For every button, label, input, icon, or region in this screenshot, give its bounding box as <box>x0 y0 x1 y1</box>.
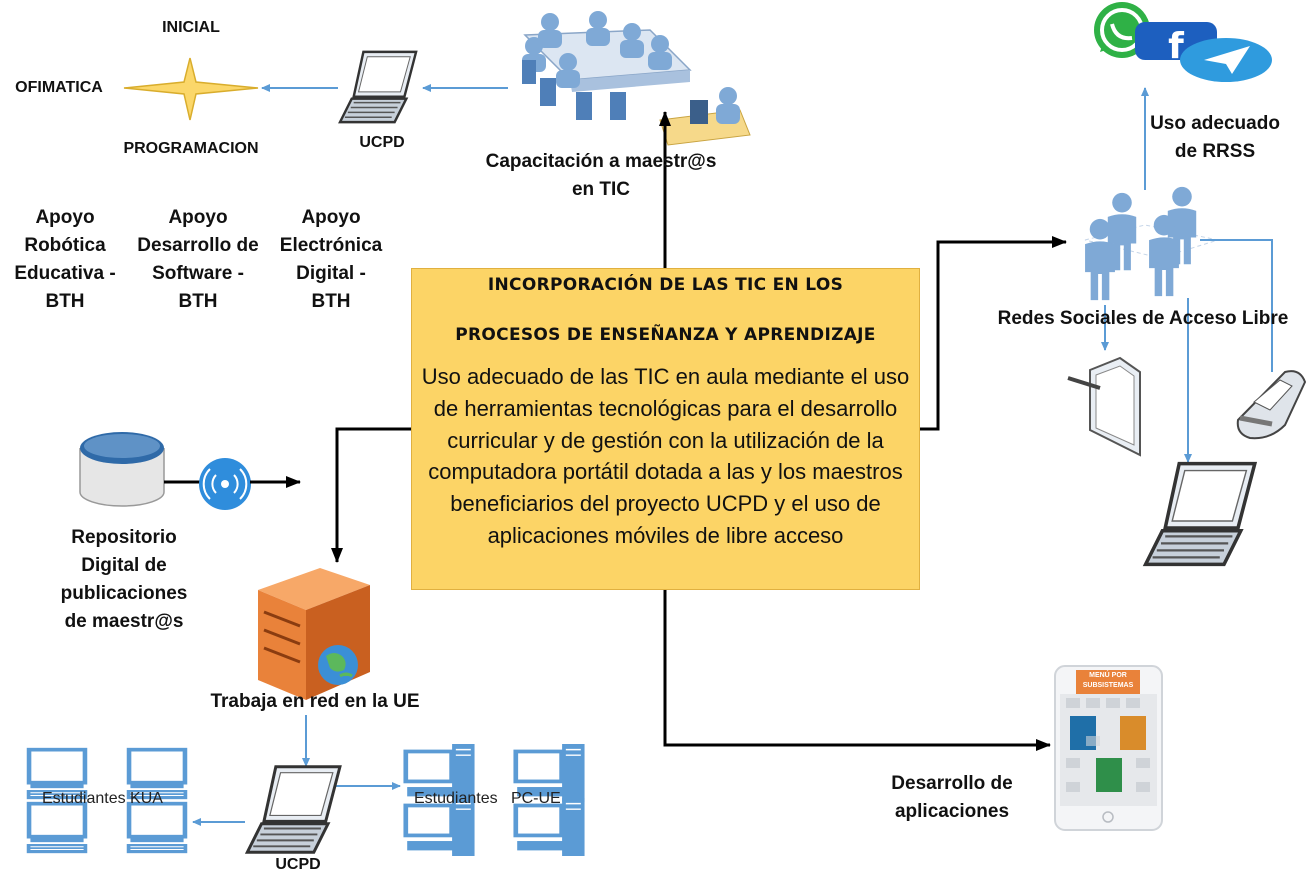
inicial-label: INICIAL <box>162 19 220 36</box>
capacitacion-label-line2: en TIC <box>571 179 631 200</box>
trabaja-en-red-label: Trabaja en red en la UE <box>210 691 420 712</box>
main-title-line2: PROCESOS DE ENSEÑANZA Y APRENDIZAJE <box>455 325 876 345</box>
desarrollo-apps-line1: Desarrollo de <box>891 773 1013 794</box>
redes-sociales-label: Redes Sociales de Acceso Libre <box>997 308 1289 329</box>
monitor-icon <box>26 801 88 854</box>
uso-rrss-line2: de RRSS <box>1174 141 1256 162</box>
main-concept-box: INCORPORACIÓN DE LAS TIC EN LOS PROCESOS… <box>411 268 920 590</box>
laptop-icon <box>1143 461 1257 567</box>
estudiantes-pc-label: Estudiantes PC-UE <box>414 790 561 807</box>
wireless-signal-icon <box>199 458 251 510</box>
main-title-line1: INCORPORACIÓN DE LAS TIC EN LOS <box>487 275 844 295</box>
apoyo-electronica: Apoyo Electrónica Digital - BTH <box>279 207 383 312</box>
main-body-text: Uso adecuado de las TIC en aula mediante… <box>421 364 910 548</box>
ucpd-bottom-label: UCPD <box>275 856 321 873</box>
star-shape <box>123 57 259 121</box>
laptop-icon <box>245 765 342 854</box>
svg-text:f: f <box>1168 26 1184 67</box>
mobile-phone-icon <box>1236 370 1307 440</box>
tablet-icon <box>1067 356 1141 457</box>
monitor-icon <box>126 801 188 854</box>
meeting-room-icon <box>522 11 751 146</box>
database-icon <box>79 432 165 507</box>
capacitacion-label-line1: Capacitación a maestr@s <box>485 151 717 172</box>
uso-rrss-line1: Uso adecuado <box>1150 113 1280 134</box>
ofimatica-label: OFIMATICA <box>15 79 103 96</box>
laptop-icon <box>338 50 418 124</box>
app-phone-icon <box>1054 665 1163 831</box>
people-group-icon <box>1084 186 1219 301</box>
app-menu-header: MENÚ POR SUBSISTEMAS <box>1082 672 1134 689</box>
ucpd-top-label: UCPD <box>359 134 405 151</box>
repositorio-label: Repositorio Digital de publicaciones de … <box>60 527 188 632</box>
server-icon <box>258 568 370 700</box>
estudiantes-kua-label: Estudiantes KUA <box>42 790 163 807</box>
apoyo-robotica: Apoyo Robótica Educativa - BTH <box>14 207 116 312</box>
programacion-label: PROGRAMACION <box>123 140 259 157</box>
desarrollo-apps-line2: aplicaciones <box>894 801 1010 822</box>
telegram-icon <box>1180 38 1272 82</box>
apoyo-software: Apoyo Desarrollo de Software - BTH <box>137 207 259 312</box>
